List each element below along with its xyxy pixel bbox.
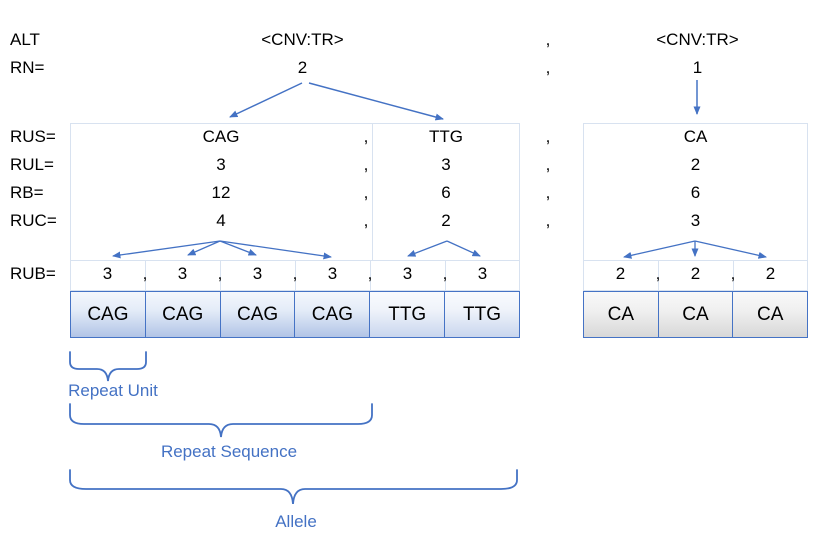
allele1-rub-cell-divider <box>220 260 221 291</box>
repeat-unit-box: CAG <box>145 292 221 337</box>
annotation-braces <box>69 351 518 505</box>
allele2-alt-value: <CNV:TR> <box>656 30 739 49</box>
allele-separator: , <box>545 211 551 230</box>
allele-separator: , <box>545 183 551 202</box>
rub-separator: , <box>217 264 223 283</box>
repeat-unit-label: Repeat Unit <box>68 381 158 400</box>
rub-label: RUB= <box>10 264 56 283</box>
unit-separator: , <box>363 183 369 202</box>
rub-separator: , <box>292 264 298 283</box>
rb-label: RB= <box>10 183 44 202</box>
allele1-column-divider <box>372 123 373 260</box>
unit-separator: , <box>363 211 369 230</box>
allele1-repeat-boxes: CAG CAG CAG CAG TTG TTG <box>70 291 520 338</box>
allele1-rub-cell-divider <box>145 260 146 291</box>
rn-branch-arrows <box>229 80 701 121</box>
allele1-rub-value: 3 <box>252 264 263 283</box>
unit-separator: , <box>363 155 369 174</box>
rul-label: RUL= <box>10 155 54 174</box>
rus-label: RUS= <box>10 127 56 146</box>
allele2-rub-value: 2 <box>765 264 776 283</box>
allele-brace <box>69 469 518 505</box>
allele1-rub-value: 3 <box>477 264 488 283</box>
rub-separator: , <box>442 264 448 283</box>
repeat-unit-box: CAG <box>220 292 296 337</box>
allele1-rub-cell-divider <box>370 260 371 291</box>
allele1-rn-value: 2 <box>297 58 308 77</box>
allele1-rub-cell-divider <box>295 260 296 291</box>
allele2-rn-value: 1 <box>692 58 703 77</box>
rub-separator: , <box>655 264 661 283</box>
allele1-rub-value: 3 <box>177 264 188 283</box>
allele1-rub-value: 3 <box>327 264 338 283</box>
allele2-unit1-rul: 2 <box>690 155 701 174</box>
allele2-unit1-ruc: 3 <box>690 211 701 230</box>
allele2-rub-divider <box>583 260 808 261</box>
allele1-alt-value: <CNV:TR> <box>261 30 344 49</box>
allele-separator: , <box>545 127 551 146</box>
allele1-unit1-rul: 3 <box>216 155 226 174</box>
allele2-rub-cell-divider <box>658 260 659 291</box>
allele1-rub-value: 3 <box>102 264 113 283</box>
repeat-unit-box: CA <box>584 292 659 337</box>
allele2-rub-value: 2 <box>690 264 701 283</box>
alt-separator: , <box>545 30 551 49</box>
allele2-repeat-boxes: CA CA CA <box>583 291 808 338</box>
repeat-unit-brace <box>69 351 147 382</box>
unit-separator: , <box>363 127 369 146</box>
allele1-unit1-rus: CAG <box>202 127 240 146</box>
allele2-rub-value: 2 <box>615 264 626 283</box>
repeat-sequence-brace <box>69 403 373 438</box>
rn-separator: , <box>545 58 551 77</box>
allele1-unit2-rul: 3 <box>441 155 451 174</box>
repeat-unit-box: CAG <box>71 292 146 337</box>
allele2-unit1-rus: CA <box>683 127 708 146</box>
allele1-rub-value: 3 <box>402 264 413 283</box>
repeat-unit-box: TTG <box>445 292 519 337</box>
allele-separator: , <box>545 155 551 174</box>
allele2-rub-cell-divider <box>733 260 734 291</box>
repeat-unit-box: CA <box>658 292 734 337</box>
rub-separator: , <box>142 264 148 283</box>
rub-separator: , <box>367 264 373 283</box>
rn-label: RN= <box>10 58 45 77</box>
allele1-unit2-rb: 6 <box>441 183 451 202</box>
rub-separator: , <box>730 264 736 283</box>
repeat-unit-box: CAG <box>295 292 371 337</box>
allele2-table <box>583 123 808 291</box>
ruc-label: RUC= <box>10 211 57 230</box>
repeat-sequence-label: Repeat Sequence <box>160 442 298 461</box>
repeat-unit-box: TTG <box>370 292 446 337</box>
allele1-rub-cell-divider <box>445 260 446 291</box>
allele1-unit2-rus: TTG <box>429 127 463 146</box>
repeat-unit-box: CA <box>733 292 808 337</box>
allele2-unit1-rb: 6 <box>690 183 701 202</box>
allele1-unit2-ruc: 2 <box>441 211 451 230</box>
alt-label: ALT <box>10 30 40 49</box>
allele1-unit1-ruc: 4 <box>216 211 226 230</box>
allele1-unit1-rb: 12 <box>211 183 231 202</box>
allele-label: Allele <box>275 512 317 531</box>
